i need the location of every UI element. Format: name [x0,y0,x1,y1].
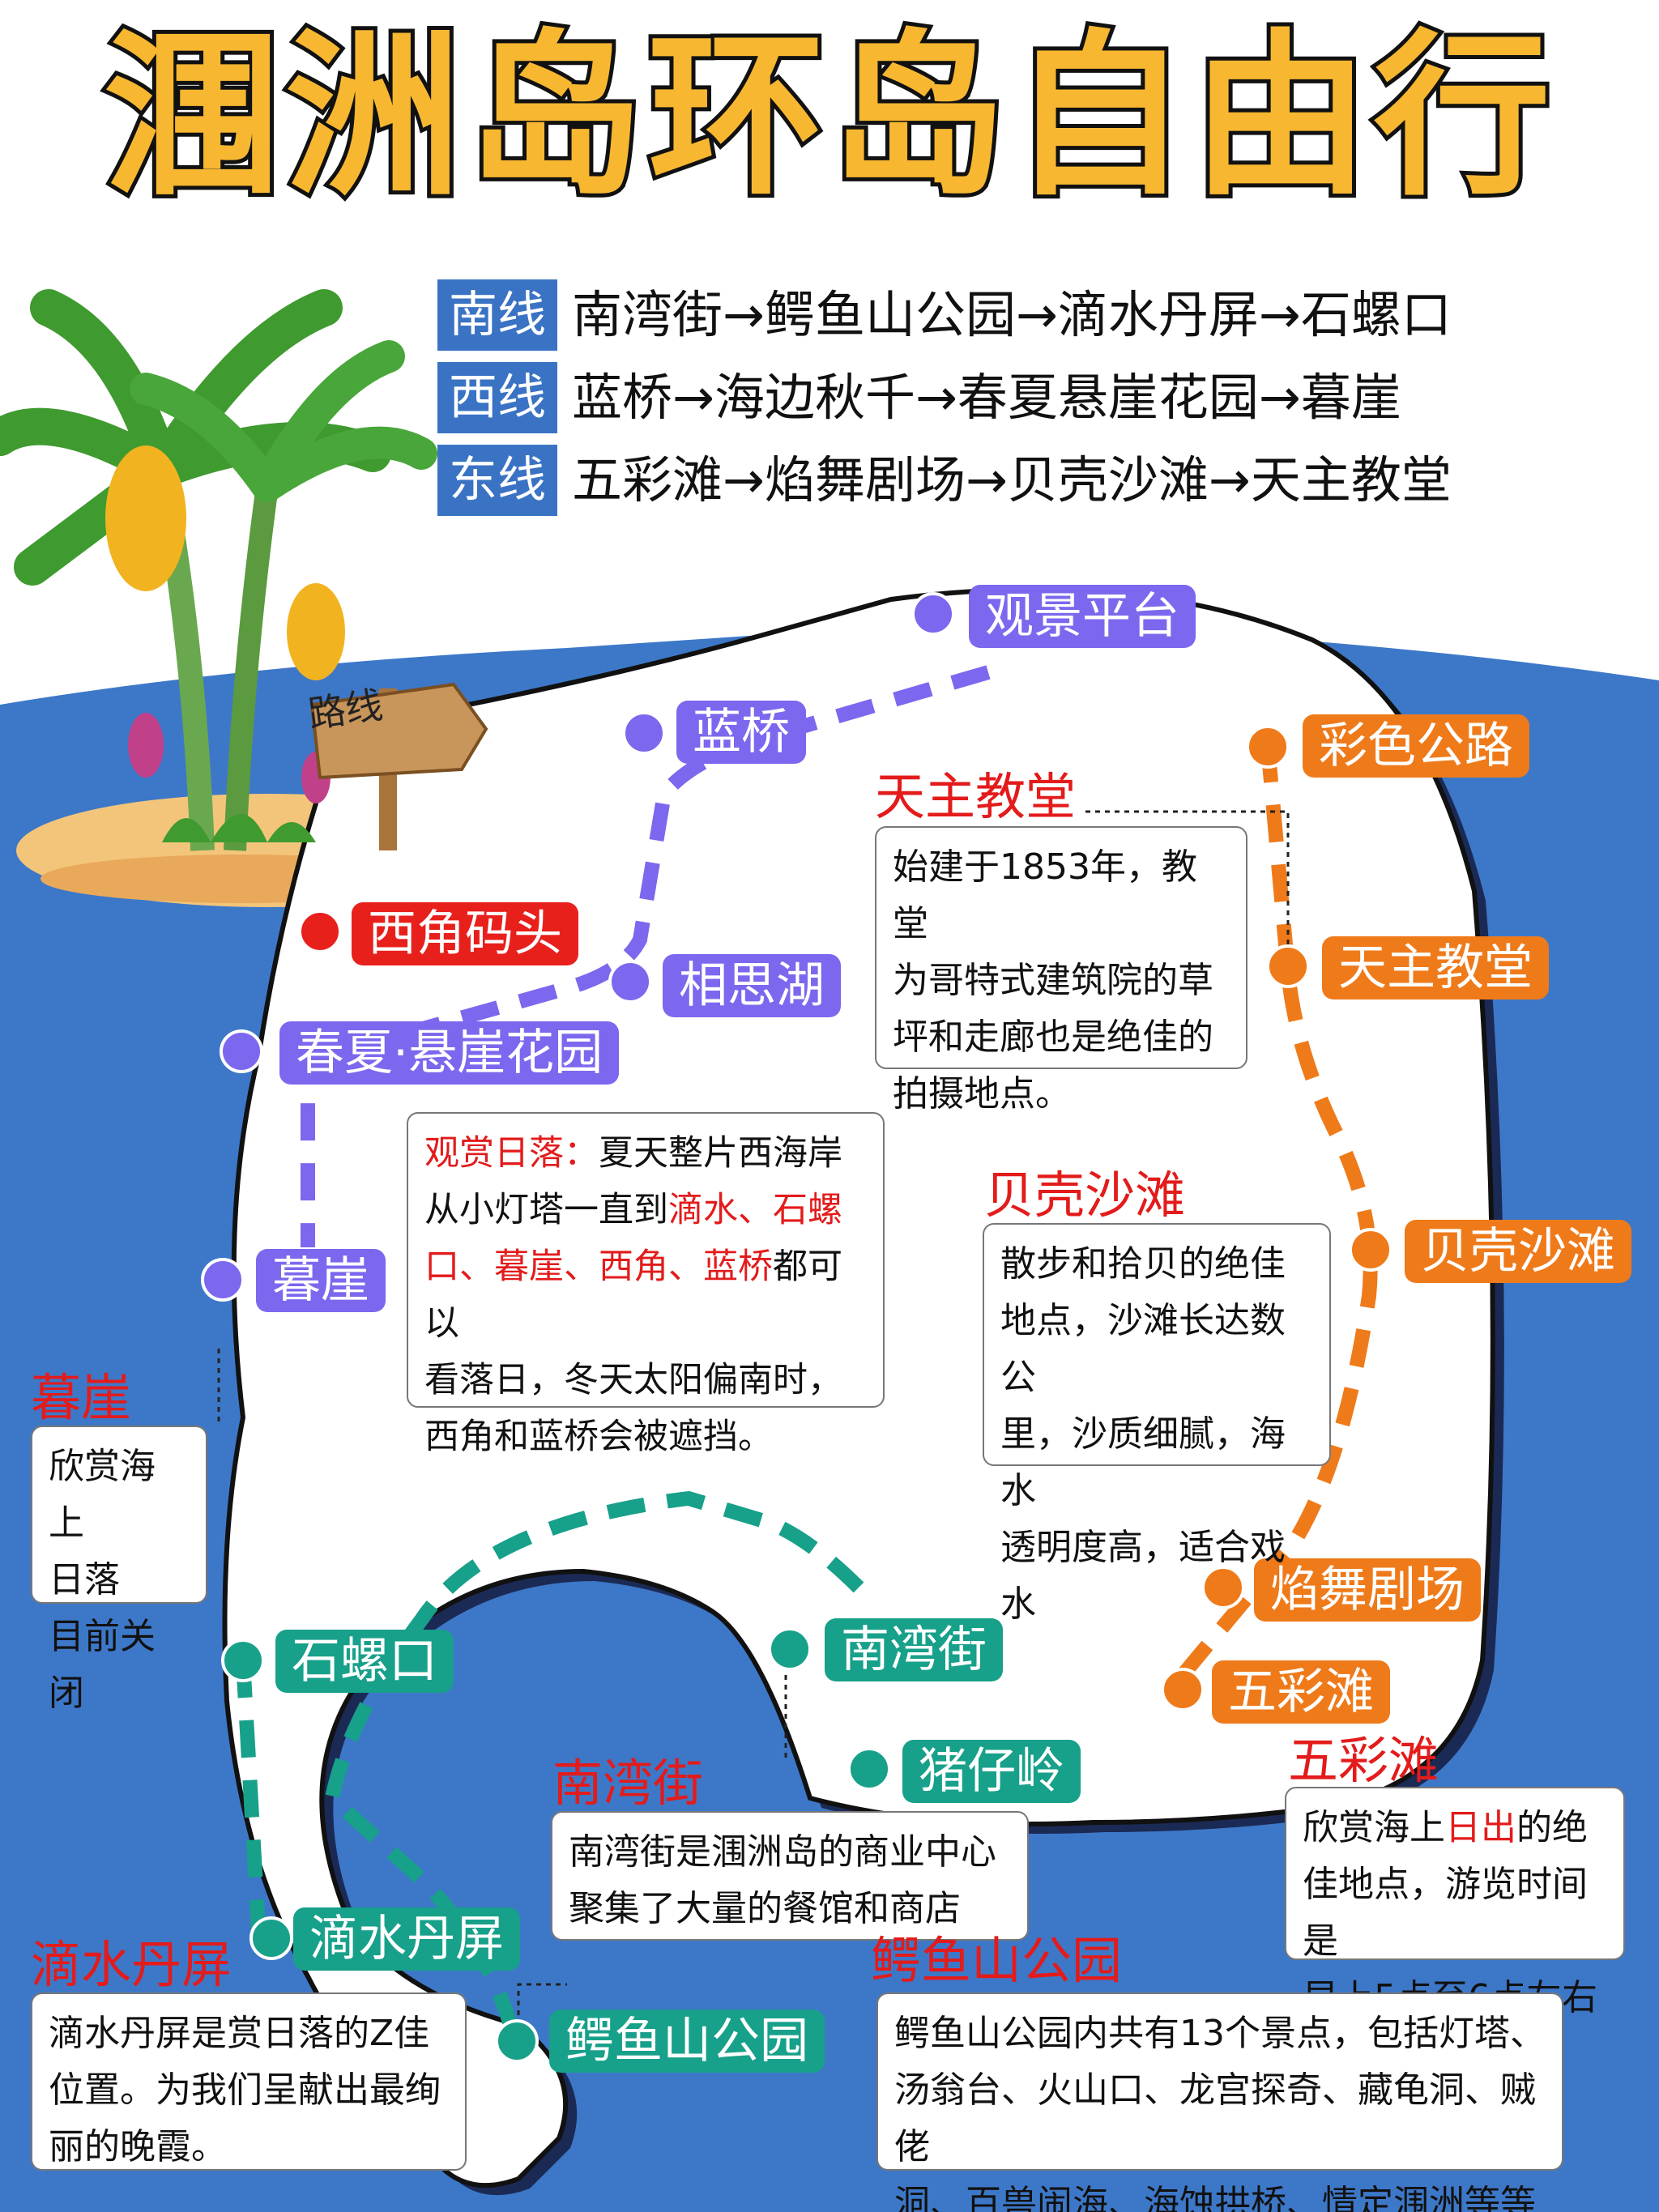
spot-label-zhuzai-ridge: 猪仔岭 [902,1740,1081,1803]
map-pin [221,1639,265,1682]
note-title-nanwan-street: 南湾街 [552,1754,704,1813]
note-line: 西角和蓝桥会被遮挡。 [424,1417,773,1457]
note-line: 位置。为我们呈献出最绚 [49,2069,441,2111]
route-list: 南线 南湾街→鳄鱼山公园→滴水丹屏→石螺口 西线 蓝桥→海边秋千→春夏悬崖花园→… [437,279,1452,527]
note-line: 鳄鱼山公园内共有13个景点，包括灯塔、 [894,2013,1546,2054]
map-pin [1246,725,1290,769]
note-title-church: 天主教堂 [875,767,1077,826]
map-pin [911,592,955,636]
note-line: 南湾街是涠洲岛的商业中心 [569,1831,996,1873]
note-title-dusk-cliff: 暮崖 [31,1368,132,1427]
south-route-line-west [236,1660,267,1945]
palm-trees [0,289,437,851]
note-line: 欣赏海上 [49,1446,156,1544]
note-sunset: 观赏日落：夏天整片西海岸 从小灯塔一直到滴水、石螺 口、暮崖、西角、蓝桥都可以 … [407,1112,885,1457]
route-text: 蓝桥→海边秋千→春夏悬崖花园→暮崖 [572,368,1401,427]
route-signpost [309,682,488,850]
note-line: 洞、百兽闹海、海蚀拱桥、情定涠洲等等 [894,2183,1536,2212]
map-pin [622,711,666,755]
map-pin [847,1747,891,1791]
note-line: 聚集了大量的餐馆和商店 [569,1888,961,1929]
map-pin [1349,1228,1392,1272]
map-pin [1161,1668,1205,1711]
spot-label-cliff-garden: 春夏·悬崖花园 [279,1021,620,1085]
page-title: 涠洲岛环岛自由行 [100,12,1555,223]
note-title-dishui: 滴水丹屏 [31,1935,232,1994]
note-line: 里，沙质细腻，海水 [1000,1413,1286,1511]
route-tag: 东线 [437,445,557,516]
note-line: 地点，沙滩长达数公 [1000,1300,1286,1398]
note-line: 日落 [49,1559,120,1600]
route-south: 南线 南湾街→鳄鱼山公园→滴水丹屏→石螺口 [437,279,1452,351]
note-line: 始建于1853年，教堂 [893,846,1197,944]
map-pin [608,960,652,1004]
note-text: 都可以 [424,1247,842,1344]
route-tag: 西线 [437,362,557,433]
note-highlight: 日出 [1445,1807,1516,1848]
note-line: 汤翁台、火山口、龙宫探奇、藏龟洞、贼佬 [894,2069,1536,2167]
spot-label-flame-theater: 焰舞剧场 [1254,1558,1481,1622]
spot-label-nanwan-street: 南湾街 [825,1618,1003,1681]
map-pin [495,2019,539,2063]
note-nanwan-street: 南湾街是涠洲岛的商业中心 聚集了大量的餐馆和商店 [551,1811,1029,1941]
note-title-wucai-beach: 五彩滩 [1288,1731,1439,1790]
map-pin [249,1916,293,1960]
route-text: 南湾街→鳄鱼山公园→滴水丹屏→石螺口 [572,285,1452,344]
route-text: 五彩滩→焰舞剧场→贝壳沙滩→天主教堂 [572,450,1452,509]
note-text: 的绝 [1516,1807,1588,1848]
spot-label-dishui-danping: 滴水丹屏 [293,1907,520,1971]
note-text: 欣赏海上 [1303,1807,1445,1848]
note-text: 从小灯塔一直到 [424,1190,668,1230]
spot-label-shiluokou: 石螺口 [275,1630,454,1693]
note-highlight: 口、暮崖、西角、蓝桥 [424,1247,773,1287]
note-line: 目前关闭 [49,1616,156,1714]
route-east: 东线 五彩滩→焰舞剧场→贝壳沙滩→天主教堂 [437,445,1452,516]
signpost-label: 路线 [305,682,386,737]
note-highlight: 滴水、石螺 [668,1190,842,1230]
spot-label-lovesick-lake: 相思湖 [663,954,841,1017]
spot-label-wucai-beach: 五彩滩 [1212,1660,1390,1724]
route-west: 西线 蓝桥→海边秋千→春夏悬崖花园→暮崖 [437,362,1452,433]
note-line: 观赏日落：夏天整片西海岸 [424,1125,867,1182]
note-line: 透明度高，适合戏水 [1000,1527,1286,1625]
spot-label-dusk-cliff: 暮崖 [256,1249,386,1312]
note-dusk-cliff: 欣赏海上 日落 目前关闭 [31,1426,207,1714]
note-line: 坪和走廊也是绝佳的 [893,1016,1213,1058]
note-line: 散步和拾贝的绝佳 [1000,1243,1286,1285]
note-line: 为哥特式建筑院的草 [893,960,1213,1001]
note-dishui: 滴水丹屏是赏日落的Z佳 位置。为我们呈献出最绚 丽的晚霞。 [31,1993,467,2171]
spot-label-blue-bridge: 蓝桥 [676,701,806,764]
map-pin [220,1029,263,1073]
spot-label-xijiao-pier: 西角码头 [352,902,578,965]
map-pin [768,1627,812,1671]
note-highlight: 观赏日落： [424,1133,599,1174]
route-tag: 南线 [437,279,557,351]
note-text: 夏天整片西海岸 [599,1133,842,1174]
spot-label-church: 天主教堂 [1322,936,1549,999]
note-wucai-beach: 欣赏海上日出的绝 佳地点，游览时间是 早上5点至6点左右 [1285,1787,1625,2018]
note-line: 从小灯塔一直到滴水、石螺 [424,1182,867,1238]
map-pin [1266,944,1310,988]
note-shell-beach: 散步和拾贝的绝佳 地点，沙滩长达数公 里，沙质细腻，海水 透明度高，适合戏水 [983,1223,1331,1625]
note-line: 佳地点，游览时间是 [1303,1864,1588,1962]
map-pin [201,1258,245,1302]
note-line: 拍摄地点。 [893,1073,1071,1115]
note-line: 滴水丹屏是赏日落的Z佳 [49,2013,430,2054]
map-pin [298,910,342,953]
note-line: 口、暮崖、西角、蓝桥都可以 [424,1238,867,1352]
spot-label-color-road: 彩色公路 [1303,714,1529,778]
note-line: 丽的晚霞。 [49,2126,227,2167]
note-church: 始建于1853年，教堂 为哥特式建筑院的草 坪和走廊也是绝佳的 拍摄地点。 [875,826,1247,1115]
note-crocodile-park: 鳄鱼山公园内共有13个景点，包括灯塔、 汤翁台、火山口、龙宫探奇、藏龟洞、贼佬 … [876,1993,1563,2212]
spot-label-crocodile-park: 鳄鱼山公园 [549,2010,825,2073]
map-pin [1201,1566,1245,1609]
note-title-crocodile-park: 鳄鱼山公园 [871,1931,1123,1990]
note-line: 欣赏海上日出的绝 [1303,1800,1607,1856]
spot-label-viewpoint: 观景平台 [969,585,1196,648]
spot-label-shell-beach: 贝壳沙滩 [1405,1220,1631,1283]
note-title-shell-beach: 贝壳沙滩 [984,1166,1186,1225]
note-line: 看落日，冬天太阳偏南时， [424,1360,842,1400]
